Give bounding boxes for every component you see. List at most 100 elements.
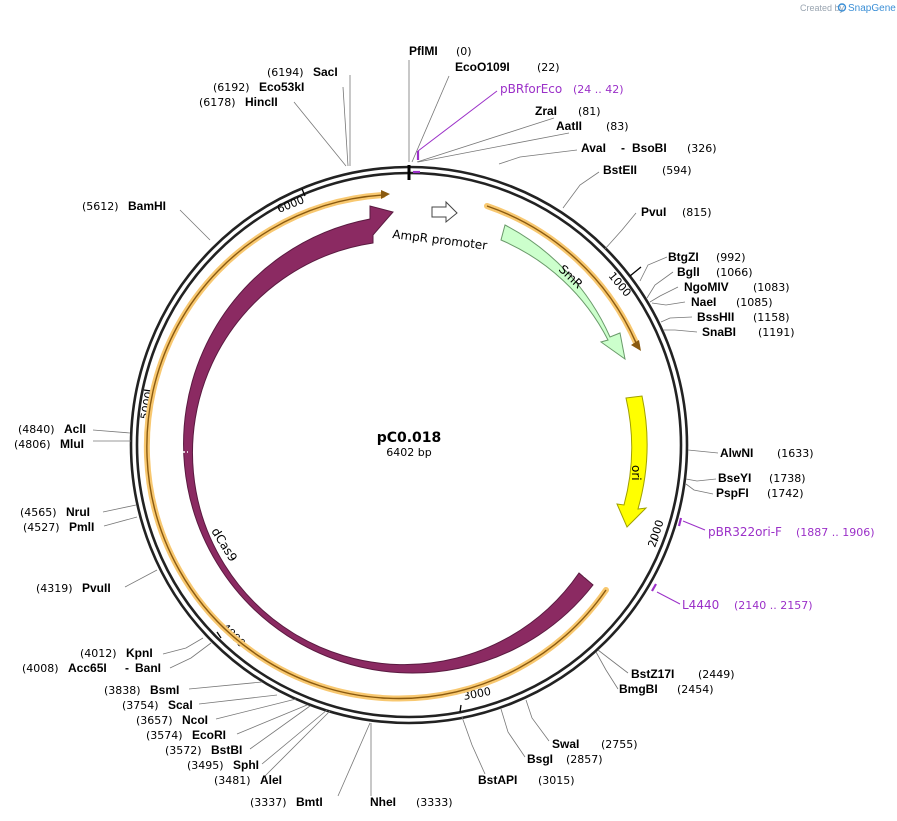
enzyme-name[interactable]: ZraI — [535, 104, 557, 118]
orf-arc-smr — [486, 205, 638, 346]
primer-range: (1887 .. 1906) — [796, 526, 875, 539]
enzyme-pos: (3333) — [416, 796, 453, 809]
primer-name[interactable]: pBRforEco — [500, 82, 562, 96]
enzyme-name[interactable]: SphI — [233, 758, 259, 772]
enzyme-name[interactable]: BtgZI — [668, 250, 699, 264]
enzyme-pos: (4565) — [20, 506, 57, 519]
enzyme-pos: (1742) — [767, 487, 804, 500]
enzyme-name[interactable]: AlwNI — [720, 446, 753, 460]
enzyme-pos: (1633) — [777, 447, 814, 460]
ampr-promoter-arrow[interactable] — [431, 200, 458, 224]
enzyme-name[interactable]: BmgBI — [619, 682, 658, 696]
enzyme-pos: (1158) — [753, 311, 790, 324]
primer-leader-lines — [417, 90, 706, 605]
enzyme-name[interactable]: NheI — [370, 795, 396, 809]
enzyme-name[interactable]: SwaI — [552, 737, 579, 751]
enzyme-name[interactable]: Acc65I — [68, 661, 107, 675]
enzyme-pos: (83) — [606, 120, 629, 133]
tick-4000-mark — [216, 631, 222, 639]
enzyme-pos: (3495) — [187, 759, 224, 772]
plasmid-name: pC0.018 — [377, 430, 442, 446]
enzyme-pos: (2755) — [601, 738, 638, 751]
enzyme-pos: (1738) — [769, 472, 806, 485]
enzyme-name-alt[interactable]: BsoBI — [632, 141, 667, 155]
ori-feature-arrow[interactable] — [616, 395, 648, 528]
enzyme-pos: (6178) — [199, 96, 236, 109]
primer-pbr322ori-site — [677, 517, 683, 527]
enzyme-pos: (3015) — [538, 774, 575, 787]
enzyme-name[interactable]: BsgI — [527, 752, 553, 766]
primer-name[interactable]: pBR322ori-F — [708, 525, 782, 539]
enzyme-pos: (2449) — [698, 668, 735, 681]
enzyme-pos: (1083) — [753, 281, 790, 294]
enzyme-name[interactable]: BsmI — [150, 683, 179, 697]
enzyme-name[interactable]: PflMI — [409, 44, 438, 58]
enzyme-pos: (3574) — [146, 729, 183, 742]
enzyme-pos: (3481) — [214, 774, 251, 787]
enzyme-pos: (1066) — [716, 266, 753, 279]
enzyme-name[interactable]: BseYI — [718, 471, 751, 485]
enzyme-name[interactable]: PvuI — [641, 205, 666, 219]
enzyme-name[interactable]: SacI — [313, 65, 338, 79]
enzyme-name[interactable]: BstBI — [211, 743, 242, 757]
enzyme-name[interactable]: BmtI — [296, 795, 323, 809]
orf-arc-smr-arrow — [631, 340, 641, 351]
leader-lines — [92, 60, 719, 797]
enzyme-name[interactable]: KpnI — [126, 646, 153, 660]
enzyme-labels: PflMI (0) EcoO109I (22) pBRforEco (24 ..… — [14, 44, 875, 809]
enzyme-pos: (3754) — [122, 699, 159, 712]
primer-name[interactable]: L4440 — [682, 598, 719, 612]
enzyme-name[interactable]: BstAPI — [478, 773, 517, 787]
orf-arc-dcas9-arrow — [381, 190, 390, 199]
enzyme-pos: (0) — [456, 45, 472, 58]
enzyme-pos: (992) — [716, 251, 746, 264]
tick-2000-mark — [651, 537, 659, 542]
enzyme-name[interactable]: PmlI — [69, 520, 94, 534]
enzyme-pos: (4008) — [22, 662, 59, 675]
enzyme-name[interactable]: ScaI — [168, 698, 193, 712]
enzyme-name[interactable]: AclI — [64, 422, 86, 436]
enzyme-name[interactable]: PvuII — [82, 581, 111, 595]
enzyme-pos: (6194) — [267, 66, 304, 79]
enzyme-name[interactable]: AvaI — [581, 141, 606, 155]
enzyme-dash: - — [621, 141, 625, 155]
enzyme-pos: (4319) — [36, 582, 73, 595]
enzyme-name[interactable]: EcoO109I — [455, 60, 510, 74]
enzyme-name[interactable]: AatII — [556, 119, 582, 133]
enzyme-name[interactable]: AleI — [260, 773, 282, 787]
plasmid-size: 6402 bp — [386, 446, 431, 459]
enzyme-name[interactable]: BstEII — [603, 163, 637, 177]
enzyme-pos: (2857) — [566, 753, 603, 766]
enzyme-name[interactable]: BamHI — [128, 199, 166, 213]
tick-6000-mark — [301, 188, 306, 197]
enzyme-pos: (4806) — [14, 438, 51, 451]
enzyme-name[interactable]: NcoI — [182, 713, 208, 727]
smr-feature-arrow[interactable] — [500, 224, 626, 361]
enzyme-name-alt[interactable]: BanI — [135, 661, 161, 675]
enzyme-name[interactable]: NruI — [66, 505, 90, 519]
enzyme-pos: (3657) — [136, 714, 173, 727]
enzyme-pos: (594) — [662, 164, 692, 177]
enzyme-pos: (3572) — [165, 744, 202, 757]
enzyme-name[interactable]: BstZ17I — [631, 667, 674, 681]
enzyme-pos: (4840) — [18, 423, 55, 436]
enzyme-pos: (2454) — [677, 683, 714, 696]
enzyme-pos: (326) — [687, 142, 717, 155]
enzyme-name[interactable]: BglI — [677, 265, 700, 279]
enzyme-name[interactable]: NaeI — [691, 295, 716, 309]
enzyme-name[interactable]: BssHII — [697, 310, 734, 324]
enzyme-pos: (3838) — [104, 684, 141, 697]
enzyme-pos: (1191) — [758, 326, 795, 339]
dcas9-feature-arrow[interactable] — [183, 205, 594, 674]
enzyme-name[interactable]: Eco53kI — [259, 80, 304, 94]
enzyme-pos: (6192) — [213, 81, 250, 94]
enzyme-name[interactable]: PspFI — [716, 486, 749, 500]
enzyme-name[interactable]: MluI — [60, 437, 84, 451]
primer-marks — [413, 151, 683, 592]
enzyme-name[interactable]: SnaBI — [702, 325, 736, 339]
enzyme-name[interactable]: HincII — [245, 95, 278, 109]
enzyme-pos: (4527) — [23, 521, 60, 534]
tick-3000-mark — [459, 704, 462, 713]
enzyme-name[interactable]: NgoMIV — [684, 280, 729, 294]
enzyme-name[interactable]: EcoRI — [192, 728, 226, 742]
